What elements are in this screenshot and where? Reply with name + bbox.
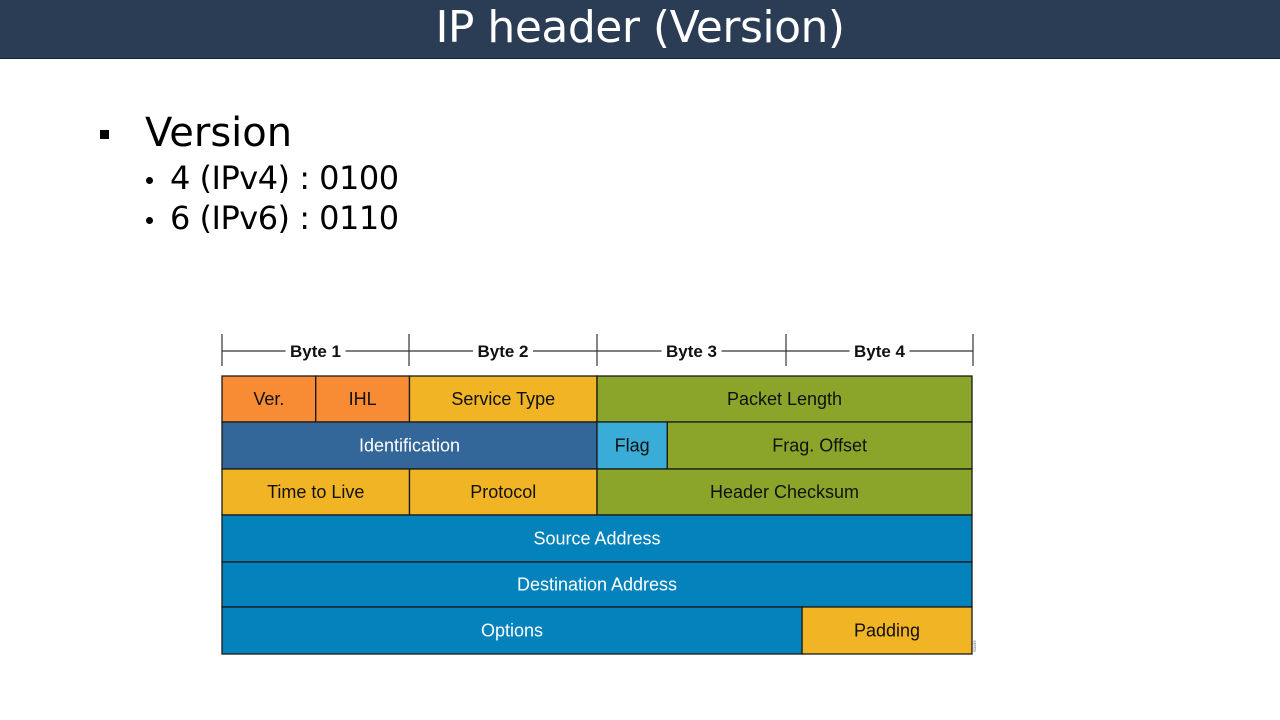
byte-label: Byte 2 bbox=[477, 342, 528, 361]
field-box bbox=[221, 375, 317, 423]
field-label: Source Address bbox=[533, 529, 660, 549]
title-bar bbox=[0, 0, 1280, 59]
byte-ruler: Byte 1 Byte 2 Byte 3 Byte 4 bbox=[221, 334, 974, 366]
field-box bbox=[221, 606, 803, 655]
slide-title: IP header (Version) bbox=[435, 2, 845, 53]
byte-label: Byte 4 bbox=[854, 342, 906, 361]
field-label: Options bbox=[481, 621, 543, 641]
square-bullet-icon bbox=[100, 130, 109, 139]
field-box bbox=[666, 421, 973, 470]
field-label: IHL bbox=[349, 389, 377, 409]
figure-id-mark: S0199 bbox=[972, 640, 977, 652]
dot-bullet-icon bbox=[146, 177, 153, 184]
field-box bbox=[801, 606, 973, 655]
field-label: Service Type bbox=[451, 389, 555, 409]
field-box bbox=[596, 421, 668, 470]
field-label: Protocol bbox=[470, 482, 536, 502]
field-label: Padding bbox=[854, 621, 920, 641]
byte-label: Byte 1 bbox=[290, 342, 341, 361]
field-box bbox=[221, 468, 411, 516]
bullet-heading: Version bbox=[145, 110, 293, 156]
field-box bbox=[596, 468, 973, 516]
field-label: Flag bbox=[615, 436, 650, 456]
field-label: Destination Address bbox=[517, 575, 677, 595]
header-fields: Ver. IHL Service Type Packet LengthIdentifi… bbox=[221, 375, 973, 655]
field-box bbox=[408, 375, 598, 423]
field-box bbox=[221, 514, 973, 563]
bullet-item-ipv6: 6 (IPv6) : 0110 bbox=[170, 199, 399, 237]
dot-bullet-icon bbox=[146, 217, 153, 224]
field-label: Packet Length bbox=[727, 389, 842, 409]
field-box bbox=[408, 468, 598, 516]
field-label: Header Checksum bbox=[710, 482, 859, 502]
field-label: Ver. bbox=[253, 389, 284, 409]
bullet-item-ipv4: 4 (IPv4) : 0100 bbox=[170, 159, 399, 197]
field-label: Identification bbox=[359, 436, 460, 456]
field-label: Time to Live bbox=[267, 482, 364, 502]
field-label: Frag. Offset bbox=[772, 436, 867, 456]
byte-label: Byte 3 bbox=[666, 342, 717, 361]
